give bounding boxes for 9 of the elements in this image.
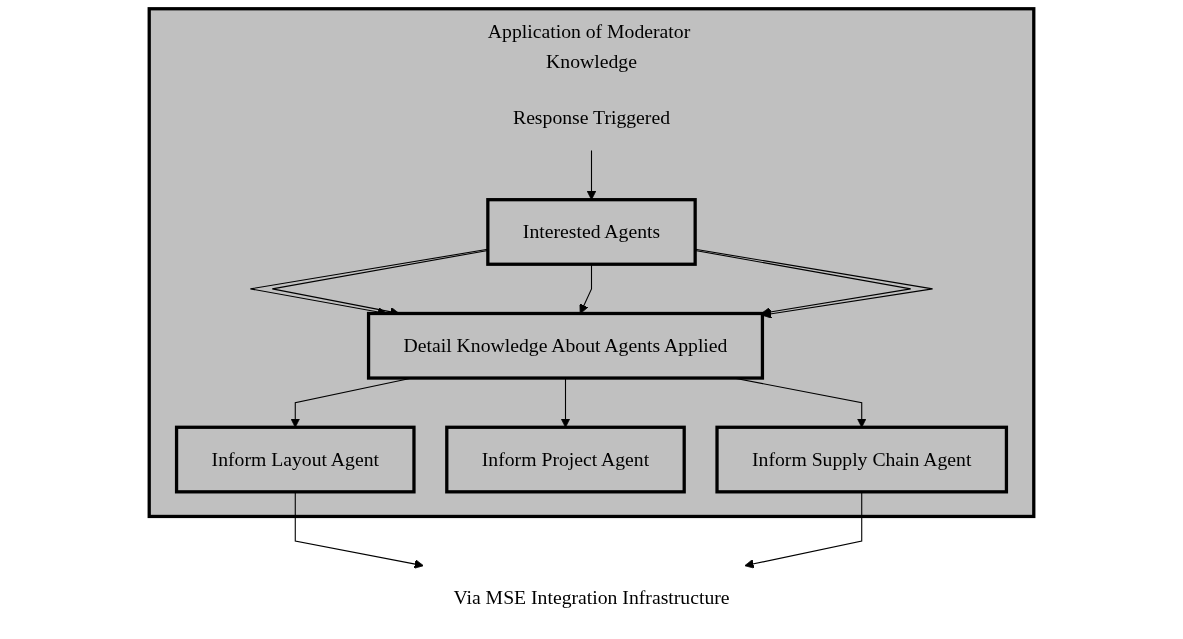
arrow xyxy=(744,491,863,569)
arrow xyxy=(294,491,424,569)
node-text: Response Triggered xyxy=(512,106,671,129)
node-text: Via MSE Integration Infrastructure xyxy=(453,586,730,609)
node-box: Inform Supply Chain Agent xyxy=(715,425,1009,494)
node-box: Interested Agents xyxy=(486,198,697,266)
node-box: Detail Knowledge About Agents Applied xyxy=(366,311,765,380)
node-box: Inform Project Agent xyxy=(445,425,686,494)
node-box: Inform Layout Agent xyxy=(174,425,416,494)
